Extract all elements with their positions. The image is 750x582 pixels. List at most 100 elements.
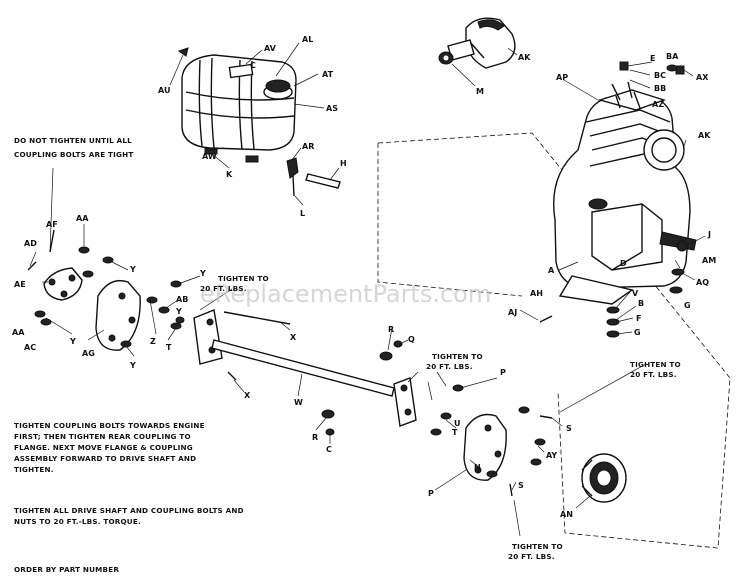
svg-text:TIGHTEN COUPLING BOLTS TOWARDS: TIGHTEN COUPLING BOLTS TOWARDS ENGINE (14, 421, 205, 430)
note-tighten-center: TIGHTEN TO 20 FT. LBS. (426, 352, 483, 371)
callout-au: AU (158, 86, 170, 95)
callout-ap: AP (556, 73, 568, 82)
fuel-line (305, 173, 341, 189)
note-do-not-tighten: DO NOT TIGHTEN UNTIL ALL COUPLING BOLTS … (14, 136, 133, 159)
callout-aq: AQ (696, 278, 709, 287)
callout-t-center: T (452, 428, 458, 437)
callout-ae: AE (14, 280, 26, 289)
callout-s-right: S (566, 424, 572, 433)
callout-b: B (638, 299, 644, 308)
svg-text:20 FT. LBS.: 20 FT. LBS. (426, 362, 473, 371)
callout-q: Q (408, 335, 415, 344)
callout-ba: BA (666, 52, 679, 61)
svg-text:FIRST; THEN TIGHTEN REAR COUPL: FIRST; THEN TIGHTEN REAR COUPLING TO (14, 432, 191, 441)
svg-text:20 FT. LBS.: 20 FT. LBS. (200, 284, 247, 293)
callout-j: J (707, 230, 711, 239)
assembly-envelope (377, 132, 731, 549)
callout-bc: BC (654, 71, 666, 80)
callout-l: L (300, 209, 305, 218)
callout-ad: AD (24, 239, 37, 248)
note-coupling-instructions: TIGHTEN COUPLING BOLTS TOWARDS ENGINE FI… (14, 421, 205, 474)
callout-ak-top: AK (518, 53, 531, 62)
front-coupling-assembly (27, 229, 182, 351)
callout-x-top: X (290, 333, 297, 342)
callout-p-bottom: P (428, 489, 434, 498)
order-by-part-number: ORDER BY PART NUMBER (14, 565, 119, 574)
svg-text:TIGHTEN TO: TIGHTEN TO (432, 352, 483, 361)
callout-av: AV (264, 44, 277, 53)
callout-z: Z (150, 337, 156, 346)
callout-ab: AB (176, 295, 188, 304)
callout-r-bottom: R (312, 433, 318, 442)
callout-aa-top: AA (76, 214, 89, 223)
drive-pulley (581, 453, 627, 503)
callout-ac: AC (24, 343, 36, 352)
callout-e: E (650, 54, 655, 63)
svg-text:TIGHTEN ALL DRIVE SHAFT AND CO: TIGHTEN ALL DRIVE SHAFT AND COUPLING BOL… (14, 506, 244, 515)
callout-ay: AY (546, 451, 557, 460)
engine (553, 61, 697, 305)
callout-y-mid: Y (199, 269, 206, 278)
callout-af: AF (46, 220, 58, 229)
callout-aa-bottom: AA (12, 328, 25, 337)
callout-al: AL (302, 35, 313, 44)
callout-aj: AJ (508, 308, 517, 317)
callout-an: AN (560, 510, 573, 519)
note-tighten-bottom: TIGHTEN TO 20 FT. LBS. (508, 542, 563, 561)
svg-text:COUPLING BOLTS ARE TIGHT: COUPLING BOLTS ARE TIGHT (14, 150, 133, 159)
watermark: eReplacementParts.com (200, 280, 491, 308)
svg-text:FLANGE. NEXT MOVE FLANGE & COU: FLANGE. NEXT MOVE FLANGE & COUPLING (14, 443, 193, 452)
callout-x-bottom: X (244, 391, 251, 400)
callout-ag: AG (82, 349, 95, 358)
callout-s-bottom: S (518, 481, 524, 490)
callout-as: AS (326, 104, 338, 113)
callout-am: AM (702, 256, 716, 265)
callout-ax: AX (696, 73, 709, 82)
callout-r-top: R (388, 325, 394, 334)
svg-text:20 FT. LBS.: 20 FT. LBS. (630, 370, 677, 379)
callout-az: AZ (652, 100, 664, 109)
callout-k: K (226, 170, 233, 179)
callout-at: AT (322, 70, 334, 79)
callout-y-left: Y (69, 337, 76, 346)
note-tighten-left: TIGHTEN TO 20 FT. LBS. (200, 274, 269, 293)
svg-text:DO NOT TIGHTEN UNTIL ALL: DO NOT TIGHTEN UNTIL ALL (14, 136, 132, 145)
callout-y-right: Y (129, 361, 136, 370)
svg-text:NUTS TO 20 FT.-LBS. TORQUE.: NUTS TO 20 FT.-LBS. TORQUE. (14, 517, 141, 526)
air-cleaner (438, 17, 516, 69)
drive-shaft (211, 339, 395, 397)
callout-n: N (474, 463, 481, 472)
callout-t-left: T (166, 343, 172, 352)
callout-p-top: P (500, 368, 506, 377)
callout-ak-right: AK (698, 131, 711, 140)
callout-c-bottom: C (326, 445, 332, 454)
callout-h: H (340, 159, 347, 168)
svg-text:TIGHTEN TO: TIGHTEN TO (512, 542, 563, 551)
callout-w: W (294, 398, 303, 407)
svg-text:TIGHTEN.: TIGHTEN. (14, 465, 54, 474)
fuel-tank (181, 54, 297, 151)
callout-f: F (636, 314, 641, 323)
tank-mount-pads (204, 147, 259, 163)
callout-y-top: Y (129, 265, 136, 274)
engine-mount-hardware (539, 240, 688, 338)
tank-vent-cap (177, 47, 189, 57)
rear-coupling-assembly (430, 384, 553, 497)
callout-c-top: C (250, 61, 256, 70)
callout-ah: AH (530, 289, 543, 298)
callout-v: V (632, 289, 639, 298)
svg-text:TIGHTEN TO: TIGHTEN TO (630, 360, 681, 369)
note-tighten-right: TIGHTEN TO 20 FT. LBS. (630, 360, 681, 379)
svg-text:20 FT. LBS.: 20 FT. LBS. (508, 552, 555, 561)
callout-g-center: G (684, 301, 691, 310)
callout-g-right: G (634, 328, 641, 337)
svg-text:ASSEMBLY FORWARD TO DRIVE SHAF: ASSEMBLY FORWARD TO DRIVE SHAFT AND (14, 454, 196, 463)
svg-text:TIGHTEN TO: TIGHTEN TO (218, 274, 269, 283)
rear-flange-plate (321, 340, 417, 436)
callout-ar: AR (302, 142, 314, 151)
fuel-shutoff-valve (286, 157, 299, 197)
callout-d: D (620, 259, 627, 268)
callout-y-low: Y (175, 307, 182, 316)
callout-labels: AU AV C AL AT AS AW K AR H L AK M AP E B… (12, 35, 716, 519)
